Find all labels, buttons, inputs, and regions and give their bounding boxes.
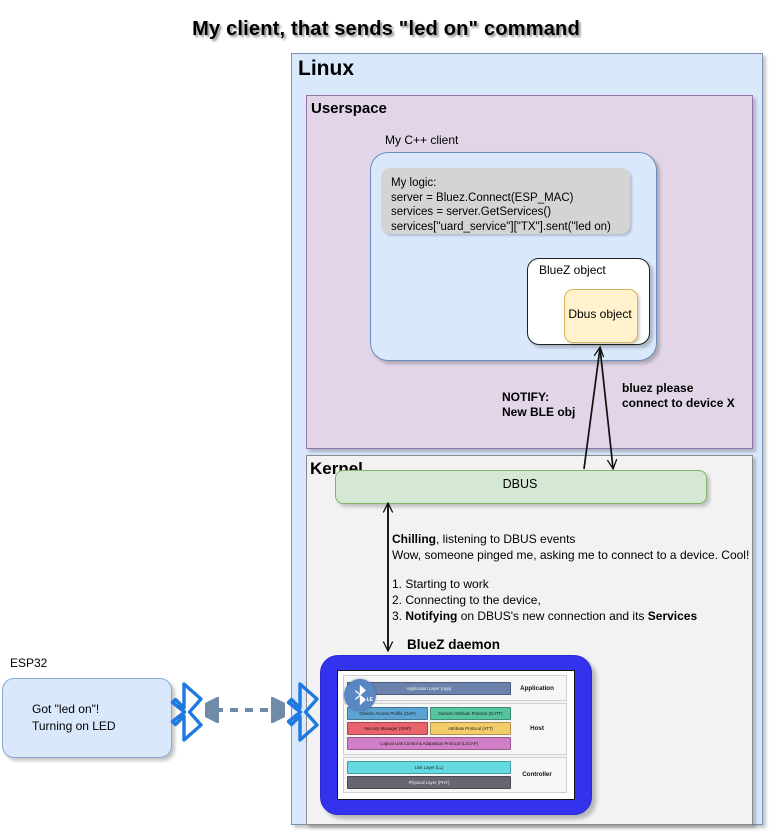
notify-arrow-label: NOTIFY: New BLE obj [502, 390, 575, 420]
connect-arrow-label-line1: bluez please [622, 381, 694, 395]
stack-group-rows: Link Layer (LL)Physical Layer (PHY) [347, 760, 511, 789]
dbus-bar [335, 470, 707, 504]
stack-side-label: Host [530, 725, 544, 733]
le-badge-text: LE [366, 697, 373, 703]
stack-layer-cell: Generic Attribute Protocol (GATT) [430, 707, 511, 721]
step-2-text: Connecting to the device, [405, 593, 541, 607]
dbus-bar-label: DBUS [502, 477, 538, 491]
code-line-2: server = Bluez.Connect(ESP_MAC) [391, 191, 574, 204]
stack-row: Logical Link Control & Adaptation Protoc… [347, 737, 511, 751]
stack-group-host: Generic Access Profile (GAP)Generic Attr… [343, 703, 567, 755]
step-2: 2. Connecting to the device, [392, 592, 754, 608]
stack-layer-cell: Attribute Protocol (ATT) [430, 722, 511, 736]
stack-row: Link Layer (LL) [347, 760, 511, 774]
stack-layer-cell: Link Layer (LL) [347, 760, 511, 774]
connect-arrow-label: bluez please connect to device X [622, 381, 735, 411]
code-line-4: services["uard_service"]["TX"].sent("led… [391, 220, 611, 233]
step-3-bold-notifying: Notifying [405, 609, 458, 623]
text-spacer [392, 563, 754, 576]
stack-layer-cell: Logical Link Control & Adaptation Protoc… [347, 737, 511, 751]
stack-layer-cell: Generic Access Profile (GAP) [347, 707, 428, 721]
esp32-label: ESP32 [10, 656, 48, 670]
chilling-rest: , listening to DBUS events [436, 532, 576, 546]
stack-layer-cell: Security Manager (SMP) [347, 722, 428, 736]
step-3-mid: on DBUS's new connection and its [457, 609, 648, 623]
esp32-text-line1: Got "led on"! [32, 702, 100, 716]
bluez-daemon-label: BlueZ daemon [407, 637, 501, 652]
step-2-number: 2. [392, 593, 403, 607]
step-3: 3. Notifying on DBUS's new connection an… [392, 608, 754, 624]
kernel-description-text: Chilling, listening to DBUS events Wow, … [392, 531, 754, 624]
code-block: My logic: server = Bluez.Connect(ESP_MAC)… [381, 168, 630, 234]
stack-row: Generic Access Profile (GAP)Generic Attr… [347, 707, 511, 721]
step-3-number: 3. [392, 609, 403, 623]
bluetooth-icon-right [286, 681, 324, 743]
stack-row: Security Manager (SMP)Attribute Protocol… [347, 722, 511, 736]
dbus-object-box [564, 289, 638, 343]
stack-side-label: Controller [522, 771, 552, 779]
step-1-number: 1. [392, 577, 403, 591]
stack-group-application: Application Layer (App)Application [343, 675, 567, 702]
code-line-3: services = server.GetServices() [391, 206, 552, 219]
step-1-text: Starting to work [405, 577, 489, 591]
step-3-bold-services: Services [647, 609, 698, 623]
bluez-object-label: BlueZ object [539, 263, 606, 277]
stack-row: Physical Layer (PHY) [347, 775, 511, 789]
esp32-text-line2: Turning on LED [32, 719, 116, 733]
chilling-line: Chilling, listening to DBUS events [392, 531, 754, 547]
ble-wireless-link-arrow [191, 696, 299, 724]
stack-side-label: Application [520, 684, 554, 692]
chilling-bold: Chilling [392, 532, 436, 546]
userspace-panel-label: Userspace [311, 100, 387, 117]
notify-arrow-label-line2: New BLE obj [502, 405, 576, 419]
bluetooth-le-badge-icon: LE [344, 679, 376, 711]
wow-line: Wow, someone pinged me, asking me to con… [392, 548, 750, 562]
cpp-client-label: My C++ client [385, 133, 459, 147]
code-line-1: My logic: [391, 177, 437, 189]
step-1: 1. Starting to work [392, 576, 754, 592]
bluetooth-icon-left [170, 681, 208, 743]
esp32-text: Got "led on"! Turning on LED [32, 701, 116, 735]
page-title: My client, that sends "led on" command [192, 18, 580, 40]
connect-arrow-label-line2: connect to device X [622, 396, 735, 410]
stack-layer-cell: Physical Layer (PHY) [347, 775, 511, 789]
stack-group-controller: Link Layer (LL)Physical Layer (PHY) Contr… [343, 756, 567, 793]
dbus-object-label: Dbus object [568, 307, 632, 321]
esp32-box [2, 678, 172, 758]
linux-panel-label: Linux [298, 57, 354, 80]
notify-arrow-label-line1: NOTIFY: [502, 390, 550, 404]
stack-group-rows: Generic Access Profile (GAP)Generic Attr… [347, 707, 511, 751]
